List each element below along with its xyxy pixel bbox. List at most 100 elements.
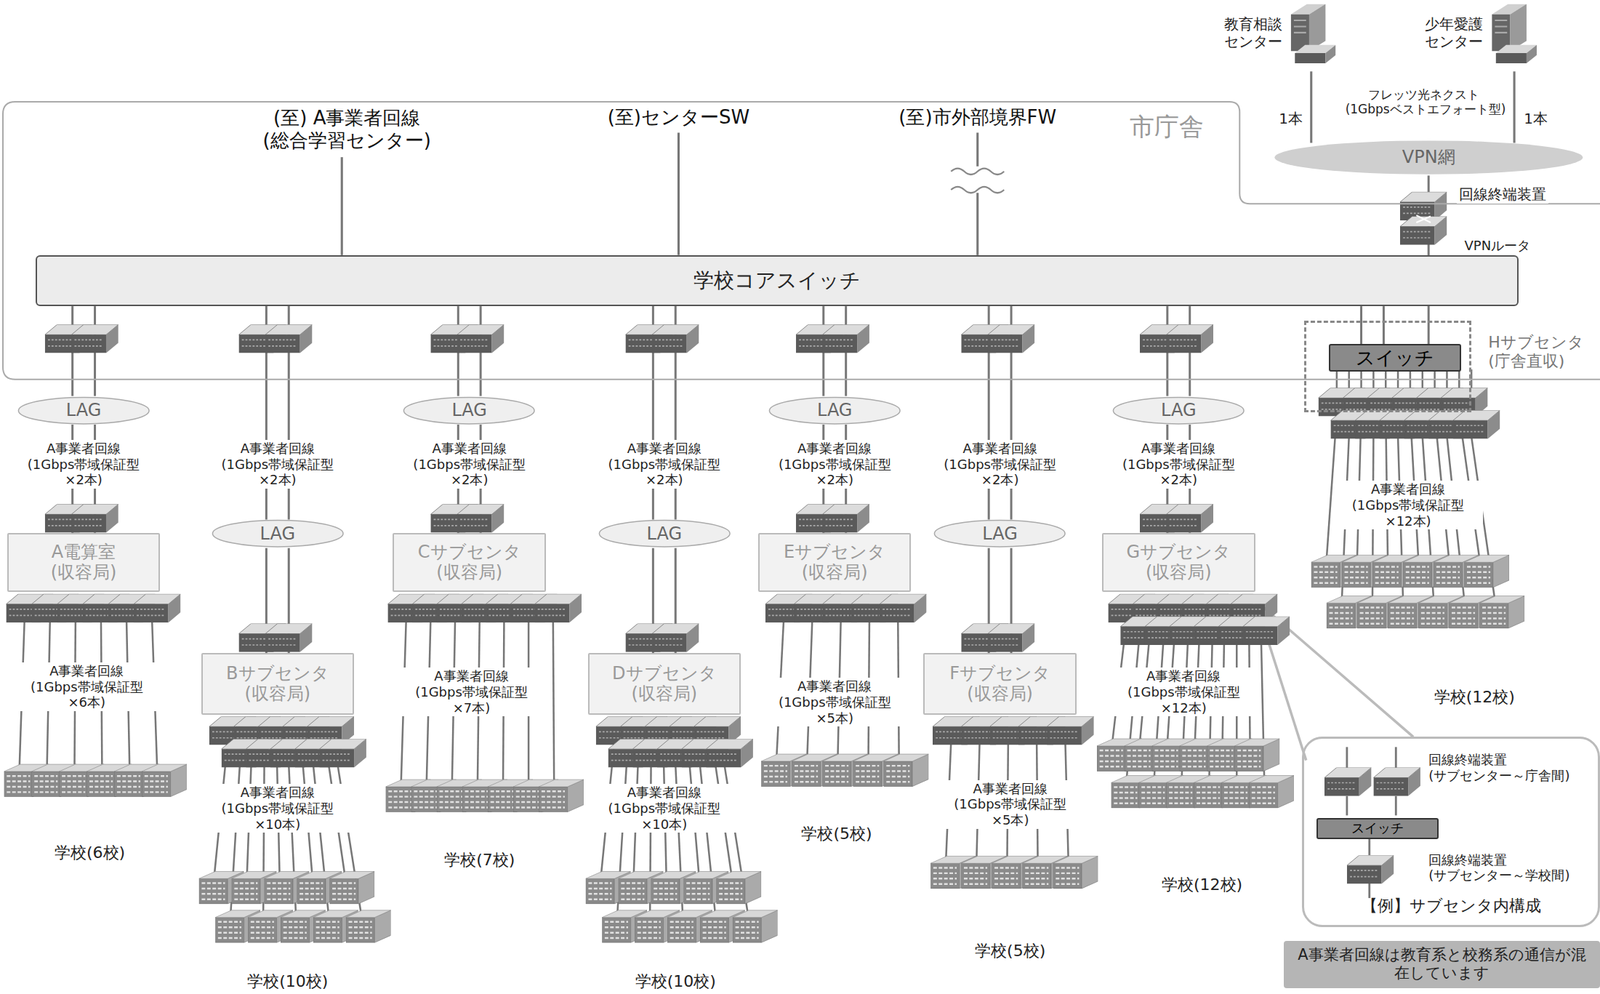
switch-icon (71, 503, 119, 533)
switch-icon (1166, 503, 1214, 533)
switch-icon (457, 324, 505, 353)
node-label: 学校コアスイッチ (693, 268, 861, 293)
device-icons (5, 4, 1537, 884)
ellipse-shape (1112, 396, 1244, 424)
ellipse-shape (769, 396, 900, 424)
link-stroke (1360, 306, 1363, 344)
lag-ellipse: LAG (211, 519, 344, 548)
ellipse-shape (18, 396, 150, 424)
switch-icon (133, 593, 182, 623)
switch-icon (1347, 854, 1395, 884)
switch-icon (535, 593, 583, 623)
ellipse-shape (404, 396, 536, 424)
subcenter-box: Fサブセンタ (収容局) (923, 652, 1077, 714)
switch-box: スイッチ (1316, 817, 1439, 839)
school-icon (1479, 596, 1525, 629)
line-label: A事業者回線 (1Gbps帯域保証型×2本) (394, 439, 545, 489)
lag-ellipse: LAG (17, 396, 150, 425)
node-label: LAG (451, 399, 488, 421)
school-icon (1234, 738, 1280, 771)
ellipse-shape (599, 520, 730, 547)
node-label: LAG (817, 399, 853, 421)
line-label: A事業者回線 (1Gbps帯域保証型×12本) (1108, 667, 1259, 717)
school-icon (346, 910, 392, 943)
switch-icon (879, 593, 927, 623)
destination-label: (至)市外部境界FW (896, 105, 1059, 130)
node-label: LAG (66, 399, 102, 421)
line-label: A事業者回線 (1Gbps帯域保証型×7本) (396, 667, 547, 717)
site-label: 教育相談 センター (1218, 14, 1289, 51)
line-label: A事業者回線 (1Gbps帯域保証型×2本) (589, 439, 740, 489)
school-icon (141, 764, 187, 797)
school-icon (538, 779, 584, 812)
count-label: 1本 (1521, 109, 1550, 128)
switch-icon (652, 324, 700, 353)
switch-icon (705, 738, 754, 767)
node-label: Gサブセンタ (収容局) (1123, 541, 1233, 584)
wire (1368, 881, 1371, 898)
switch-icon (822, 503, 870, 533)
node-label: A事業者回線は教育系と校務系の通信が混在しています (1291, 945, 1593, 983)
school-icon (732, 910, 778, 943)
line-label: A事業者回線 (1Gbps帯域保証型×12本) (1333, 480, 1483, 530)
node-label: Bサブセンタ (収容局) (223, 662, 333, 706)
switch-icon (987, 623, 1036, 653)
line-label: A事業者回線 (1Gbps帯域保証型×2本) (759, 439, 910, 489)
line-label: A事業者回線 (1Gbps帯域保証型×2本) (202, 439, 353, 489)
break-mark (950, 166, 1004, 193)
subcenter-box: Dサブセンタ (収容局) (588, 652, 742, 714)
destination-label: (至)センターSW (605, 105, 753, 130)
vpn-cloud: VPN網 (1273, 139, 1585, 176)
switch-icon (1400, 216, 1448, 245)
wire (1395, 796, 1398, 816)
school-count: 学校(7校) (441, 849, 517, 871)
school-count: 学校(5校) (798, 823, 874, 844)
core-switch: 学校コアスイッチ (35, 255, 1519, 307)
legend-label: 回線終端装置 (サブセンター～学校間) (1426, 851, 1577, 884)
subcenter-box: Eサブセンタ (収容局) (758, 532, 912, 592)
school-count: 学校(10校) (244, 971, 331, 992)
node-label: スイッチ (1351, 819, 1404, 836)
school-icon (1464, 554, 1510, 587)
subcenter-box: Hサブセンタ (庁舎直収)スイッチ (1304, 320, 1472, 413)
node-label: Hサブセンタ (庁舎直収) (1488, 332, 1590, 372)
switch-icon (457, 503, 505, 533)
subcenter-box: Gサブセンタ (収容局) (1102, 532, 1256, 592)
line-label: A事業者回線 (1Gbps帯域保証型×2本) (1103, 439, 1254, 489)
wire (677, 132, 680, 255)
wire (1309, 71, 1313, 143)
school-icon (329, 870, 375, 903)
wire (1395, 746, 1398, 770)
node-label: 市庁舎 (1129, 111, 1204, 142)
school-count: 学校(12校) (1432, 686, 1518, 708)
switch-icon (1166, 324, 1214, 353)
site-label: 少年愛護 センター (1418, 14, 1489, 51)
node-label: Fサブセンタ (収容局) (945, 662, 1055, 706)
node-label: A電算室 (収容局) (29, 541, 139, 584)
subcenter-box: Cサブセンタ (収容局) (392, 532, 546, 592)
device-label: 回線終端装置 (1456, 184, 1549, 204)
node-label: スイッチ (1355, 346, 1435, 370)
switch-icon (1046, 716, 1095, 745)
lag-ellipse: LAG (933, 519, 1066, 548)
line-label: A事業者回線 (1Gbps帯域保証型×2本) (8, 439, 159, 489)
wire (1368, 836, 1371, 855)
region-shape (2, 101, 1600, 380)
break-gap (950, 166, 1004, 193)
wire (1345, 796, 1348, 816)
service-label: フレッツ光ネクスト (1Gbpsベストエフォート型) (1343, 86, 1505, 118)
ellipse-shape (1274, 141, 1583, 175)
break-wave (950, 186, 1004, 193)
switch-icon (1324, 766, 1372, 796)
school-count: 学校(12校) (1159, 874, 1245, 895)
switch-icon (265, 623, 313, 653)
node-label: LAG (260, 523, 296, 545)
switch-icon (1400, 191, 1448, 221)
lag-ellipse: LAG (402, 396, 536, 425)
datacenter-box: A電算室 (収容局) (7, 532, 161, 592)
wire (976, 132, 979, 255)
school-icon (1053, 855, 1099, 888)
switch-icon (319, 738, 367, 767)
router-mark (1416, 215, 1431, 223)
